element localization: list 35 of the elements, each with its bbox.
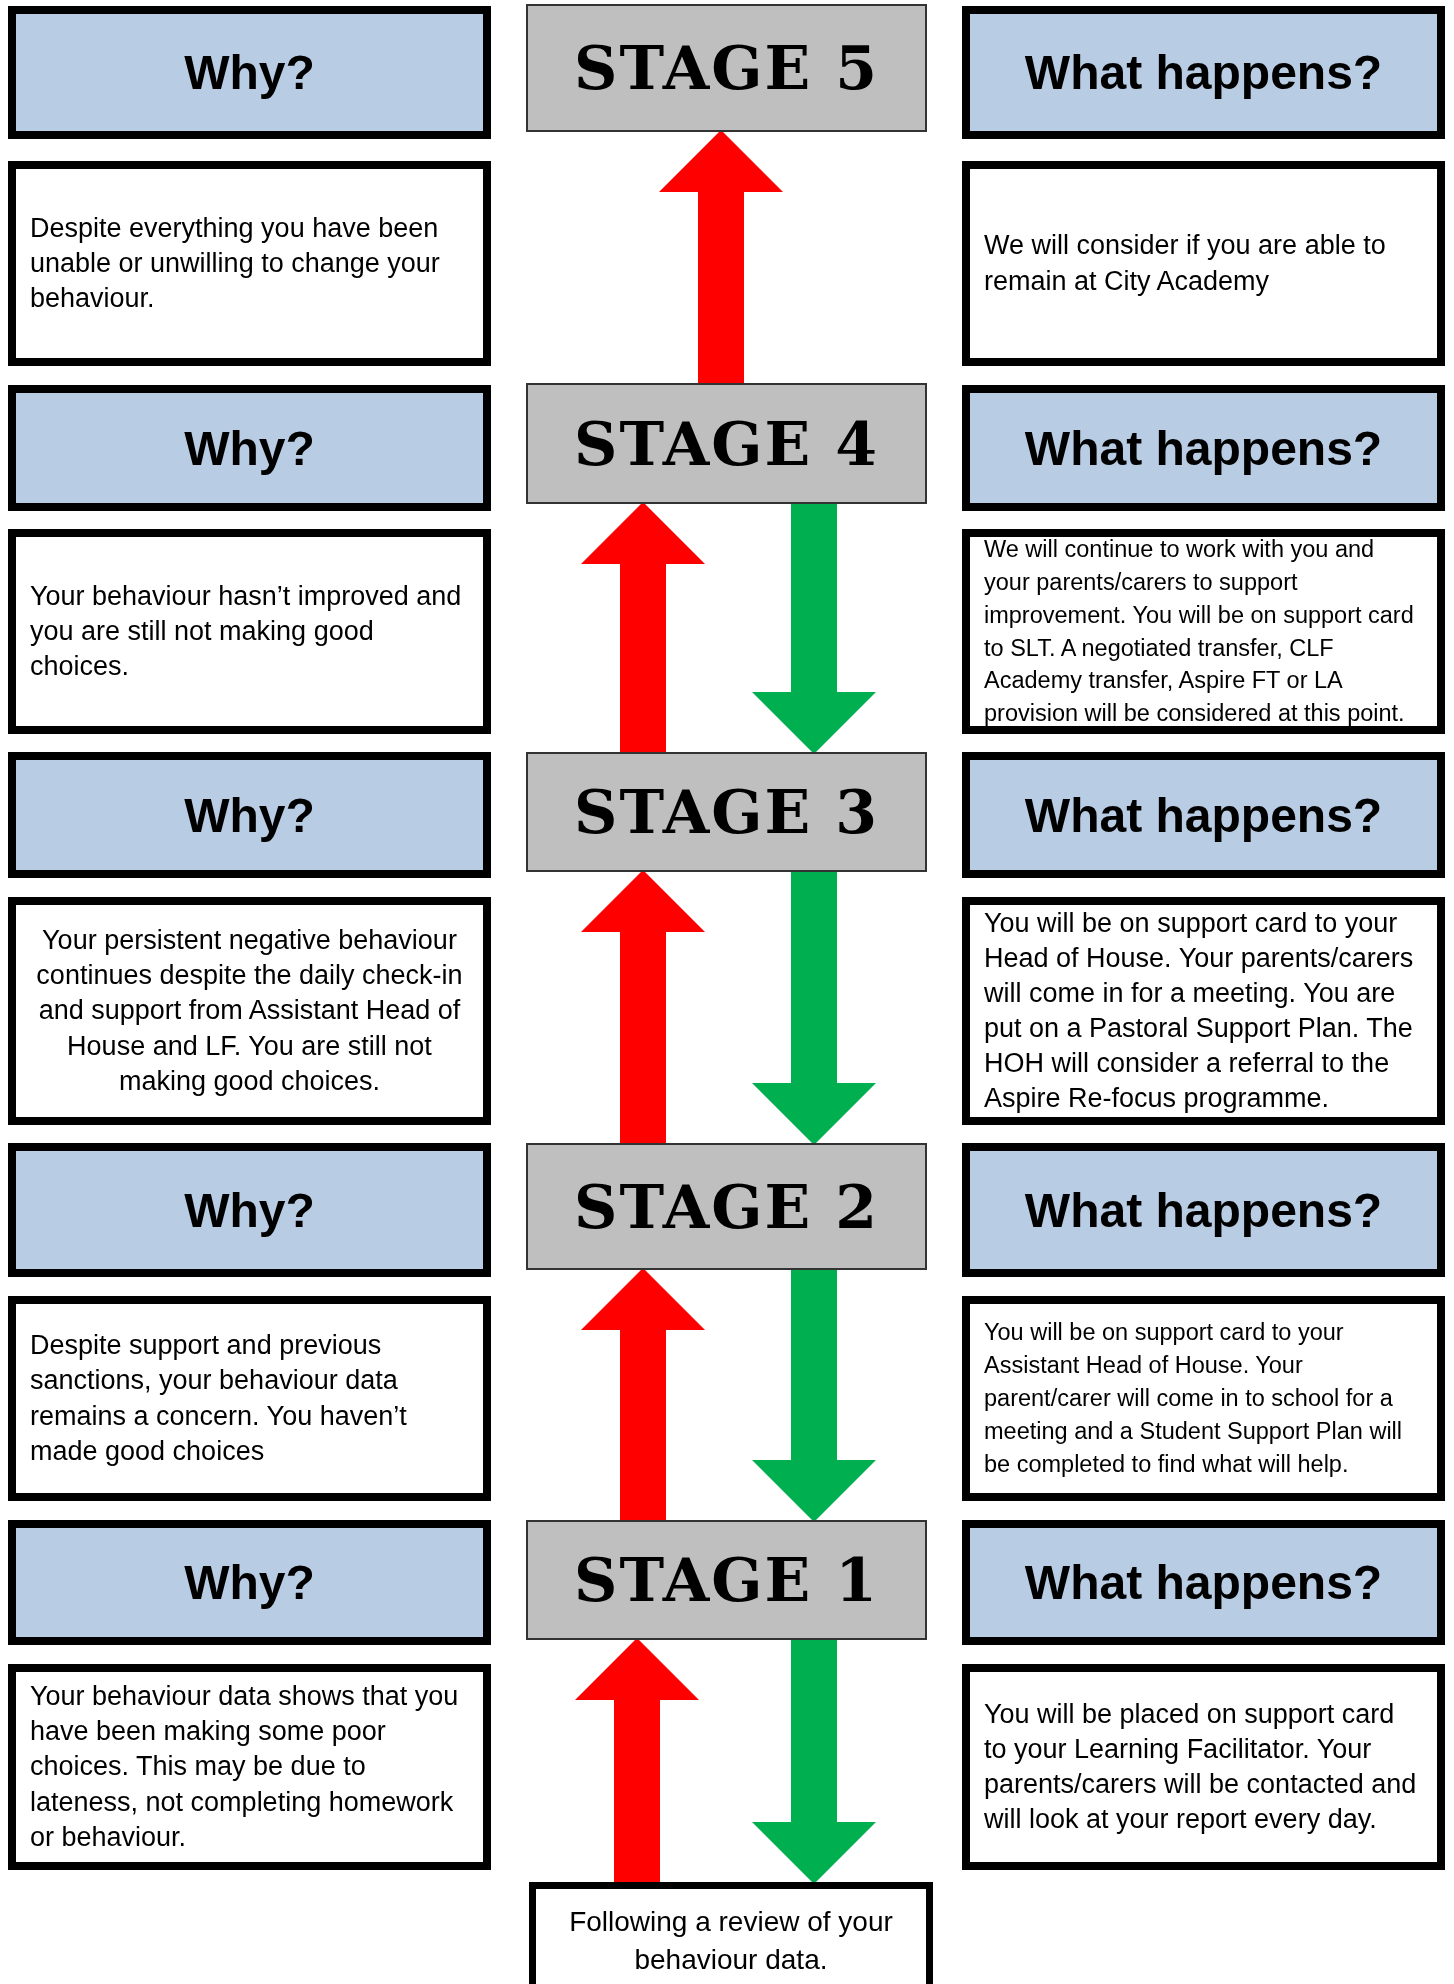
- arrow: [581, 870, 705, 1143]
- text-box: You will be on support card to your Assistant Head of House. Your parent/carer will come in to school for a meeting and a Student Support Plan will be completed to find what will help.: [962, 1296, 1445, 1501]
- header-box: What happens?: [962, 1143, 1445, 1277]
- text-box: You will be placed on support card to your Learning Facilitator. Your parents/carers will be contacted and will look at your report every day.: [962, 1664, 1445, 1870]
- stage-box: STAGE 2: [526, 1143, 927, 1270]
- arrow: [581, 1268, 705, 1520]
- arrow: [752, 872, 876, 1145]
- header-box: What happens?: [962, 385, 1445, 511]
- arrow: [752, 504, 876, 754]
- header-box: Why?: [8, 1143, 491, 1277]
- arrow: [752, 1270, 876, 1522]
- header-box: What happens?: [962, 6, 1445, 139]
- stage-box: STAGE 4: [526, 383, 927, 504]
- text-box: Your behaviour hasn’t improved and you are still not making good choices.: [8, 529, 491, 734]
- arrow: [575, 1638, 699, 1882]
- arrow: [581, 502, 705, 752]
- text-box: We will consider if you are able to remain at City Academy: [962, 161, 1445, 366]
- text-box: Following a review of your behaviour data.: [529, 1882, 933, 1984]
- stage-box: STAGE 5: [526, 4, 927, 132]
- text-box: Despite support and previous sanctions, your behaviour data remains a concern. You haven’t made good choices: [8, 1296, 491, 1501]
- header-box: Why?: [8, 1520, 491, 1645]
- header-box: What happens?: [962, 1520, 1445, 1645]
- arrow: [659, 130, 783, 383]
- arrow: [752, 1640, 876, 1884]
- text-box: Your persistent negative behaviour continues despite the daily check-in and support from Assistant Head of House and LF. You are still not making good choices.: [8, 897, 491, 1125]
- text-box: Despite everything you have been unable or unwilling to change your behaviour.: [8, 161, 491, 366]
- header-box: Why?: [8, 385, 491, 511]
- header-box: Why?: [8, 752, 491, 878]
- text-box: You will be on support card to your Head of House. Your parents/carers will come in for a meeting. You are put on a Pastoral Support Plan. The HOH will consider a referral to the Aspire Re-focus programme.: [962, 897, 1445, 1125]
- stage-box: STAGE 3: [526, 752, 927, 872]
- text-box: We will continue to work with you and your parents/carers to support improvement. You will be on support card to SLT. A negotiated transfer, CLF Academy transfer, Aspire FT or LA provision will be considered at this point.: [962, 529, 1445, 734]
- header-box: Why?: [8, 6, 491, 139]
- stage-box: STAGE 1: [526, 1520, 927, 1640]
- text-box: Your behaviour data shows that you have been making some poor choices. This may be due to lateness, not completing homework or behaviour.: [8, 1664, 491, 1870]
- header-box: What happens?: [962, 752, 1445, 878]
